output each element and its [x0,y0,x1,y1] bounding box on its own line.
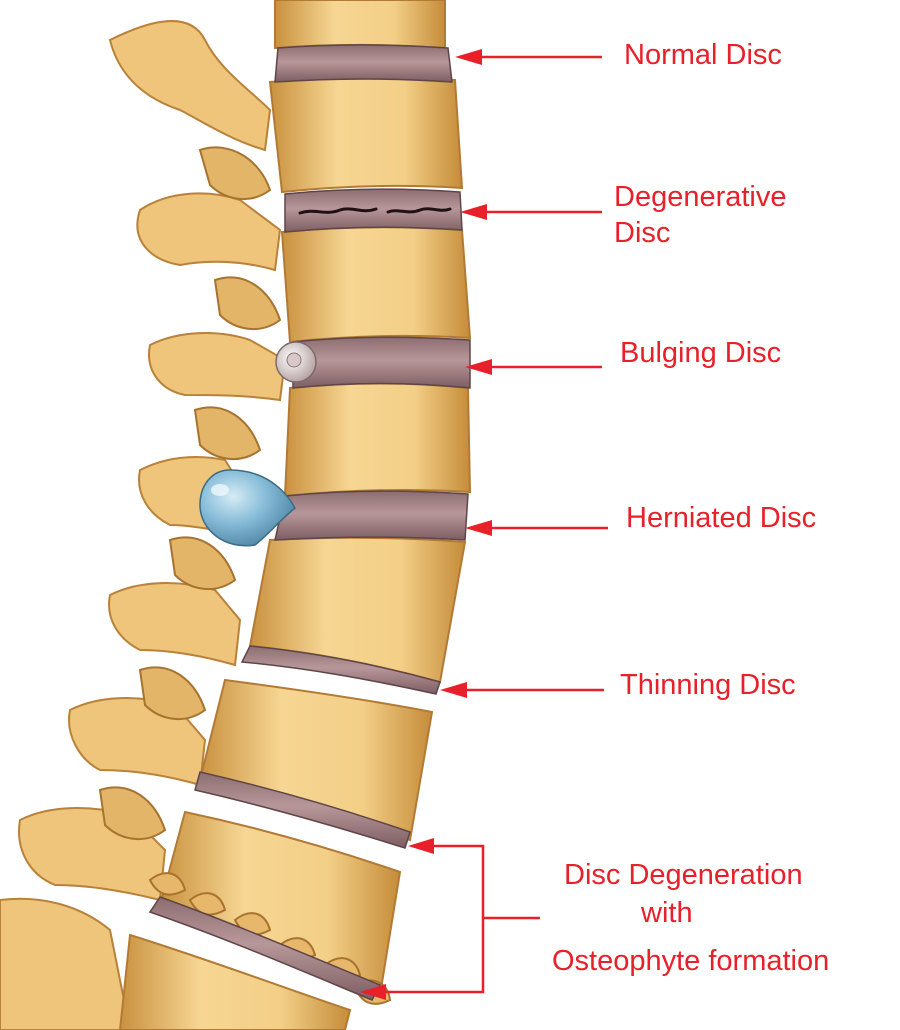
thinning-disc [240,645,441,695]
herniated-disc [274,490,469,541]
degenerated-disc-upper [194,771,411,849]
label-thinning-disc: Thinning Disc [620,669,796,701]
label-osteophyte-line3: Osteophyte formation [552,945,830,977]
disc-herniation [199,469,296,547]
vertebral-bodies [118,0,472,1030]
label-degenerative-disc-line1: Degenerative [614,181,787,213]
label-bulging-disc: Bulging Disc [620,337,782,369]
label-osteophyte-line2: with [641,897,693,929]
disc-bulge [275,341,317,383]
label-osteophyte-line1: Disc Degeneration [564,859,803,891]
label-degenerative-disc-line2: Disc [614,217,671,249]
pointer-arrows [360,49,608,1000]
label-herniated-disc: Herniated Disc [626,502,817,534]
normal-disc [274,44,453,83]
facet-joints [98,146,282,841]
degenerated-disc-lower [148,896,382,1001]
disc-cracks [298,207,452,215]
label-normal-disc: Normal Disc [624,39,782,71]
vertebral-processes [0,20,287,1030]
bulging-disc [292,336,471,389]
intervertebral-discs [148,44,471,1001]
